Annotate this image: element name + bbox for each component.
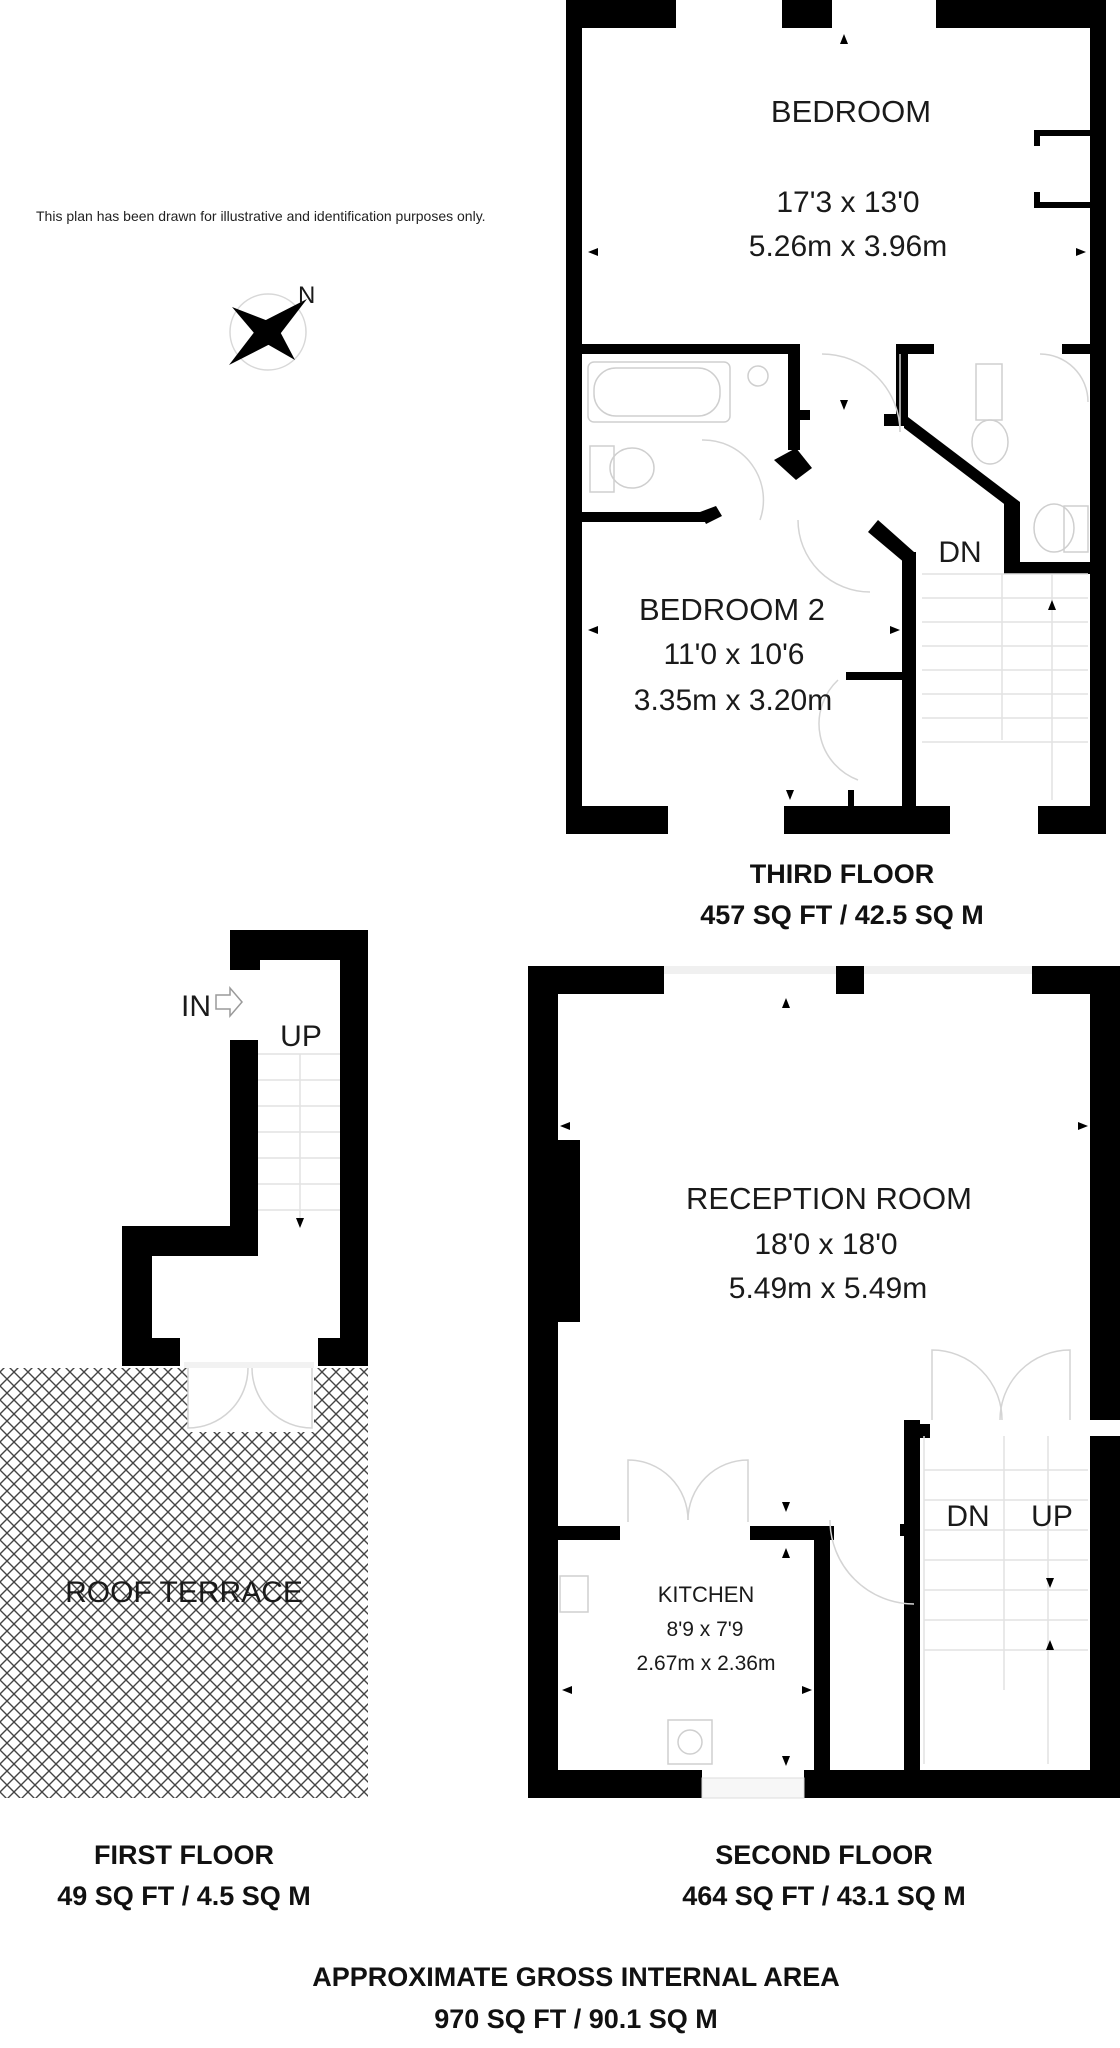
roof-terrace-label: ROOF TERRACE (65, 1576, 303, 1609)
bedroom2-dim-imperial: 11'0 x 10'6 (663, 638, 804, 671)
bedroom2-name: BEDROOM 2 (639, 592, 825, 627)
roof-terrace-area (0, 1368, 368, 1798)
kitchen-dim-imperial: 8'9 x 7'9 (667, 1618, 744, 1641)
second-floor-stairs-up-label: UP (1031, 1500, 1073, 1533)
bedroom-dim-imperial: 17'3 x 13'0 (776, 186, 919, 219)
entrance-arrow-icon (215, 985, 243, 1019)
compass-north-label: N (298, 282, 315, 309)
third-floor-plan: BEDROOM 17'3 x 13'0 5.26m x 3.96m BEDROO… (566, 0, 1106, 930)
total-area-value: 970 SQ FT / 90.1 SQ M (434, 2004, 718, 2034)
first-floor-area: 49 SQ FT / 4.5 SQ M (57, 1881, 311, 1911)
second-floor-plan: RECEPTION ROOM 18'0 x 18'0 5.49m x 5.49m… (528, 966, 1120, 1911)
third-floor-stairs-down-label: DN (938, 536, 981, 569)
kitchen-name: KITCHEN (658, 1582, 755, 1607)
bedroom-name: BEDROOM (771, 94, 931, 129)
second-floor-area: 464 SQ FT / 43.1 SQ M (682, 1881, 966, 1911)
third-floor-area: 457 SQ FT / 42.5 SQ M (700, 900, 984, 930)
bedroom-dim-metric: 5.26m x 3.96m (749, 230, 947, 263)
second-floor-title: SECOND FLOOR (715, 1840, 933, 1870)
second-floor-stairs-down-label: DN (946, 1500, 989, 1533)
disclaimer-text: This plan has been drawn for illustrativ… (36, 208, 486, 224)
reception-dim-imperial: 18'0 x 18'0 (754, 1228, 897, 1261)
entrance-label: IN (181, 990, 211, 1023)
first-floor-title: FIRST FLOOR (94, 1840, 274, 1870)
first-floor-stairs-up-label: UP (280, 1020, 322, 1053)
reception-dim-metric: 5.49m x 5.49m (729, 1272, 927, 1305)
third-floor-title: THIRD FLOOR (750, 859, 934, 889)
first-floor-plan: IN UP ROOF TERRACE FIRST FLOOR 49 SQ FT … (0, 930, 368, 1911)
compass-icon: N (229, 282, 315, 371)
reception-room-name: RECEPTION ROOM (686, 1181, 972, 1216)
kitchen-dim-metric: 2.67m x 2.36m (637, 1652, 776, 1675)
bedroom2-dim-metric: 3.35m x 3.20m (634, 684, 832, 717)
total-area-title: APPROXIMATE GROSS INTERNAL AREA (312, 1962, 840, 1992)
